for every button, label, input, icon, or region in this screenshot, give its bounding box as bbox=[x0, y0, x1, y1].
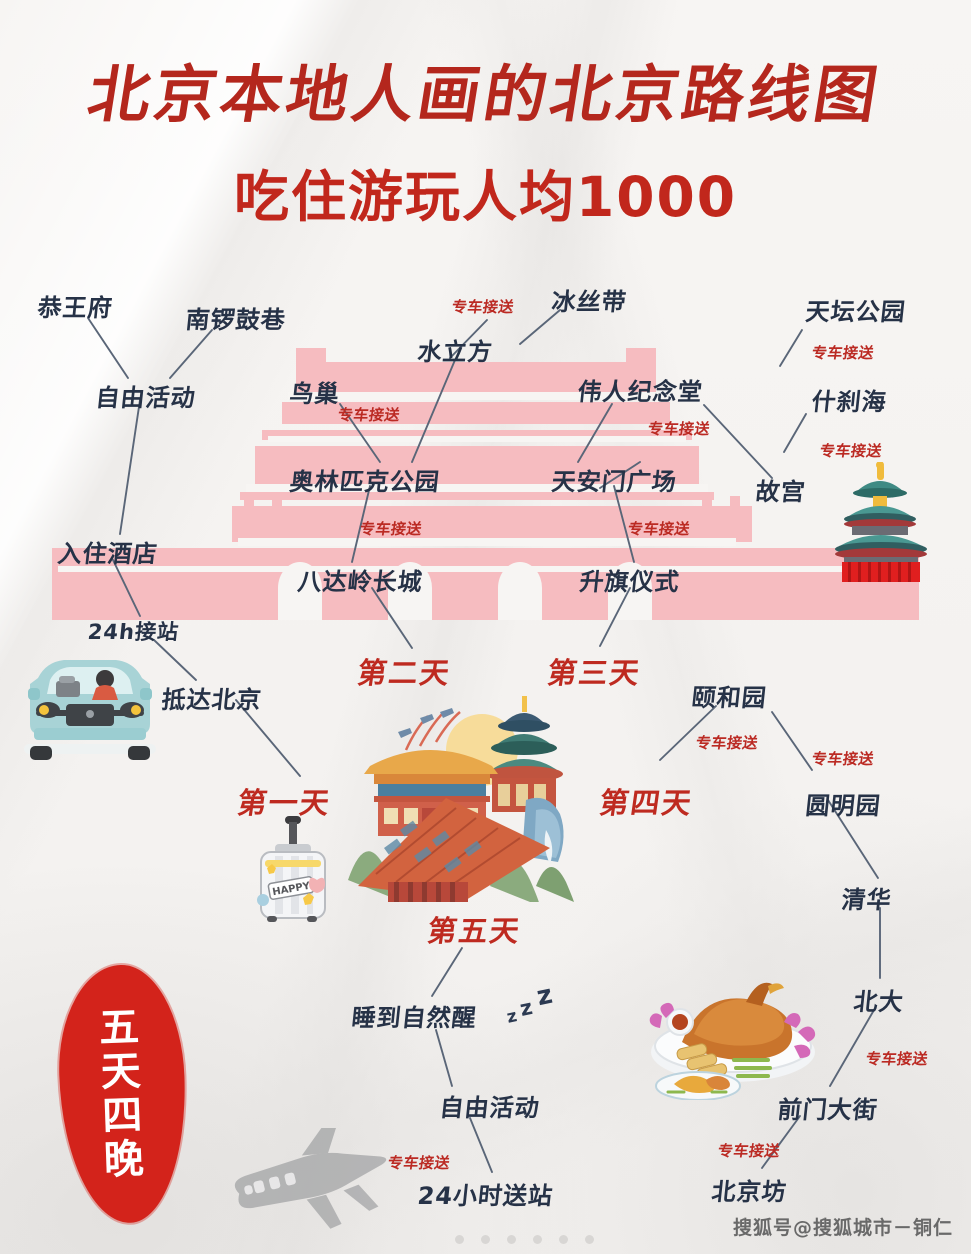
node-water-cube[interactable]: 水立方 bbox=[416, 338, 495, 366]
transfer-label-memorial-hall: 专车接送 bbox=[646, 420, 712, 438]
node-tiananmen-square[interactable]: 天安门广场 bbox=[550, 468, 679, 496]
plane-illustration bbox=[234, 1128, 387, 1229]
node-ice-ribbon[interactable]: 冰丝带 bbox=[550, 288, 629, 316]
transfer-label-temple-heaven: 专车接送 bbox=[810, 344, 876, 362]
node-free-activity-1[interactable]: 自由活动 bbox=[94, 384, 198, 412]
node-check-in-hotel[interactable]: 入住酒店 bbox=[56, 540, 160, 568]
node-olympic-park[interactable]: 奥林匹克公园 bbox=[288, 468, 442, 496]
pagination-dot[interactable] bbox=[533, 1235, 542, 1244]
pagination-dots[interactable] bbox=[455, 1235, 594, 1244]
transfer-label-birds-nest: 专车接送 bbox=[336, 406, 402, 424]
seal-char-2: 天 bbox=[99, 1047, 144, 1096]
node-free-activity-2[interactable]: 自由活动 bbox=[438, 1094, 542, 1122]
node-24h-dropoff[interactable]: 24小时送站 bbox=[416, 1182, 555, 1210]
palace-illustration bbox=[348, 696, 574, 902]
seal-char-1: 五 bbox=[98, 1003, 142, 1052]
transfer-label-water-cube: 专车接送 bbox=[450, 298, 516, 316]
five-days-four-nights-seal: 五 天 四 晚 bbox=[55, 962, 190, 1226]
node-tsinghua[interactable]: 清华 bbox=[840, 886, 894, 914]
temple-illustration bbox=[835, 462, 927, 582]
seal-char-4: 晚 bbox=[102, 1135, 147, 1184]
pagination-dot[interactable] bbox=[507, 1235, 516, 1244]
day-5-label[interactable]: 第五天 bbox=[425, 914, 524, 948]
day-2-label[interactable]: 第二天 bbox=[355, 656, 454, 690]
pagination-dot[interactable] bbox=[455, 1235, 464, 1244]
duck-illustration bbox=[649, 982, 816, 1100]
node-temple-of-heaven-park[interactable]: 天坛公园 bbox=[804, 298, 908, 326]
suitcase-illustration: HAPPY bbox=[257, 816, 326, 922]
sleep-z-small: z bbox=[505, 1006, 519, 1028]
transfer-label-summer-palace: 专车接送 bbox=[694, 734, 760, 752]
node-birds-nest[interactable]: 鸟巢 bbox=[288, 380, 342, 408]
node-arrive-beijing[interactable]: 抵达北京 bbox=[160, 686, 264, 714]
node-great-wall[interactable]: 八达岭长城 bbox=[296, 568, 425, 596]
node-gongwangfu[interactable]: 恭王府 bbox=[36, 294, 115, 322]
sleep-z-large: z bbox=[534, 979, 556, 1013]
node-forbidden-city[interactable]: 故宫 bbox=[754, 478, 808, 506]
node-peking-university[interactable]: 北大 bbox=[852, 988, 906, 1016]
transfer-label-old-summer-palace: 专车接送 bbox=[810, 750, 876, 768]
day-3-label[interactable]: 第三天 bbox=[545, 656, 644, 690]
watermark: 搜狐号@搜狐城市－铜仁 bbox=[732, 1217, 953, 1239]
node-shichahai[interactable]: 什刹海 bbox=[810, 388, 889, 416]
transfer-label-qianmen: 专车接送 bbox=[716, 1142, 782, 1160]
page-title: 北京本地人画的北京路线图 bbox=[82, 58, 887, 131]
transfer-label-tiananmen: 专车接送 bbox=[626, 520, 692, 538]
transfer-label-peking-u: 专车接送 bbox=[864, 1050, 930, 1068]
transfer-label-shichahai: 专车接送 bbox=[818, 442, 884, 460]
node-memorial-hall[interactable]: 伟人纪念堂 bbox=[576, 378, 705, 406]
node-beijingfang[interactable]: 北京坊 bbox=[710, 1178, 789, 1206]
pagination-dot[interactable] bbox=[481, 1235, 490, 1244]
transfer-label-olympic-park: 专车接送 bbox=[358, 520, 424, 538]
pagination-dot[interactable] bbox=[585, 1235, 594, 1244]
sleep-z-medium: z bbox=[517, 994, 535, 1022]
node-nanluoguxiang[interactable]: 南锣鼓巷 bbox=[184, 306, 288, 334]
node-flag-raising[interactable]: 升旗仪式 bbox=[578, 568, 682, 596]
node-24h-pickup[interactable]: 24h接站 bbox=[86, 620, 181, 644]
day-4-label[interactable]: 第四天 bbox=[597, 786, 696, 820]
node-old-summer-palace[interactable]: 圆明园 bbox=[804, 792, 883, 820]
car-illustration bbox=[24, 660, 156, 760]
pagination-dot[interactable] bbox=[559, 1235, 568, 1244]
page-subtitle: 吃住游玩人均1000 bbox=[233, 165, 738, 229]
seal-char-3: 四 bbox=[101, 1091, 146, 1140]
node-sleep-in[interactable]: 睡到自然醒 bbox=[350, 1004, 479, 1032]
node-summer-palace[interactable]: 颐和园 bbox=[690, 684, 769, 712]
